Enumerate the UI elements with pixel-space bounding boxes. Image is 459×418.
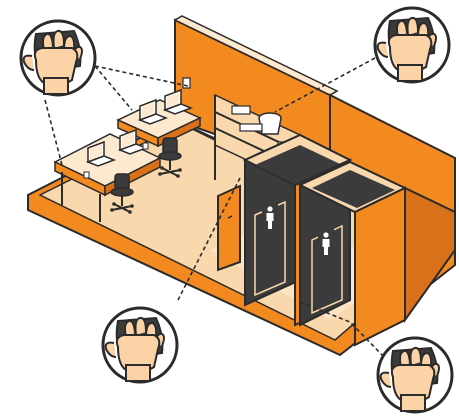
bottom-right-cleaning-callout xyxy=(378,338,452,412)
top-left-cleaning-callout xyxy=(21,21,95,95)
hand-wiping-cloth-icon xyxy=(375,8,449,82)
hand-wiping-cloth-icon xyxy=(103,308,177,382)
top-right-cleaning-callout xyxy=(375,8,449,82)
cup xyxy=(84,172,89,178)
hand-wiping-cloth-icon xyxy=(378,338,452,412)
cup xyxy=(143,143,148,149)
bottom-left-cleaning-callout xyxy=(103,308,177,382)
hand-wiping-cloth-icon xyxy=(21,21,95,95)
